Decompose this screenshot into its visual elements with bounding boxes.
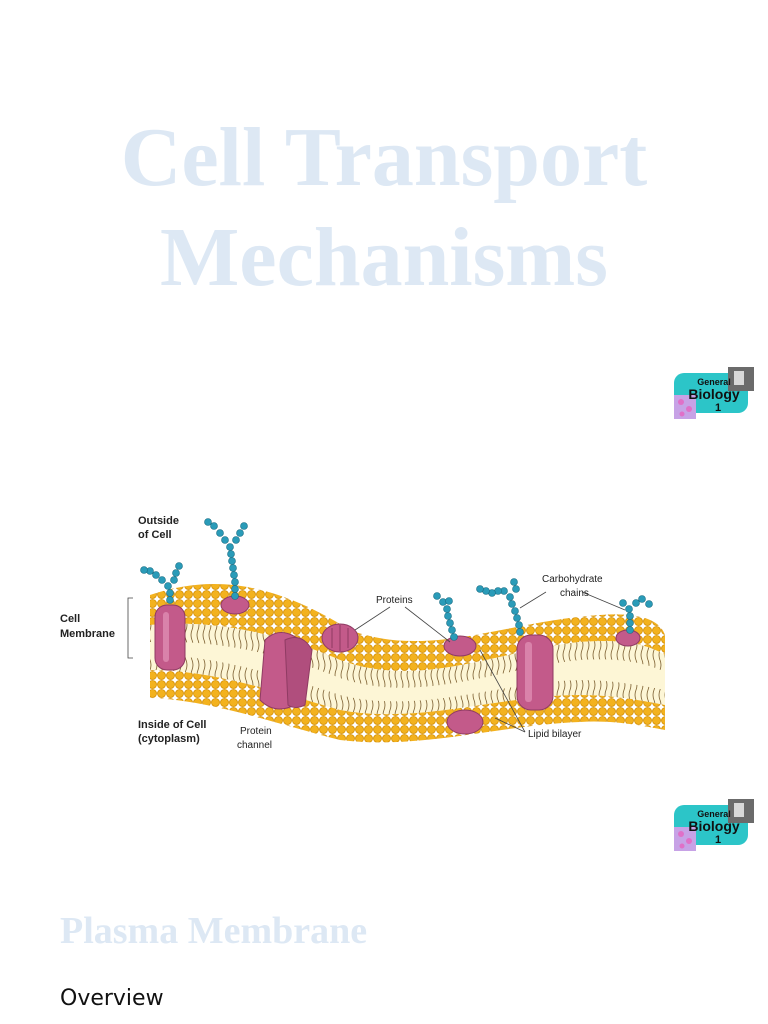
badge-2-line-2: Biology (688, 818, 740, 834)
label-inside-cell-1: Inside of Cell (138, 719, 206, 731)
membrane-lower-head-layer (150, 670, 665, 743)
title-line-1: Cell Transport (120, 111, 648, 204)
protein-inner (446, 709, 484, 735)
badge-2-line-1: General (697, 809, 731, 819)
label-carbohydrate-2: chains (560, 588, 589, 599)
general-biology-badge-logo-2: General Biology 1 (674, 799, 754, 851)
badge-2-line-3: 1 (715, 834, 721, 846)
protein-surface-2 (443, 635, 477, 657)
page-title: Cell Transport Mechanisms (0, 108, 768, 308)
label-protein-channel-1: Protein (240, 726, 272, 737)
overview-subheading: Overview (60, 986, 164, 1011)
label-protein-channel-2: channel (237, 740, 272, 751)
section-heading: Plasma Membrane (60, 910, 368, 952)
membrane-upper-head-layer (150, 584, 665, 672)
integral-protein-right (516, 634, 554, 711)
title-line-2: Mechanisms (160, 211, 608, 304)
label-proteins: Proteins (376, 595, 413, 606)
badge-line-3: 1 (715, 402, 721, 414)
membrane-tails-bottom (150, 655, 665, 715)
label-leader-lines (127, 591, 626, 733)
label-outside-cell-2: of Cell (138, 529, 172, 541)
label-cell-membrane-2: Membrane (60, 628, 115, 640)
integral-protein-left (154, 604, 186, 671)
label-cell-membrane-1: Cell (60, 613, 80, 625)
cell-membrane-diagram: Outside of Cell Cell Membrane Inside of … (60, 515, 665, 751)
label-carbohydrate-1: Carbohydrate (542, 574, 603, 585)
peripheral-protein-top (321, 623, 359, 653)
protein-channel (259, 632, 313, 710)
label-inside-cell-2: (cytoplasm) (138, 733, 200, 745)
label-outside-cell-1: Outside (138, 515, 179, 527)
carbohydrate-chains (140, 518, 653, 641)
general-biology-badge-logo: General Biology 1 (674, 367, 754, 419)
badge-line-1: General (697, 377, 731, 387)
label-lipid-bilayer: Lipid bilayer (528, 729, 582, 740)
badge-line-2: Biology (688, 386, 740, 402)
